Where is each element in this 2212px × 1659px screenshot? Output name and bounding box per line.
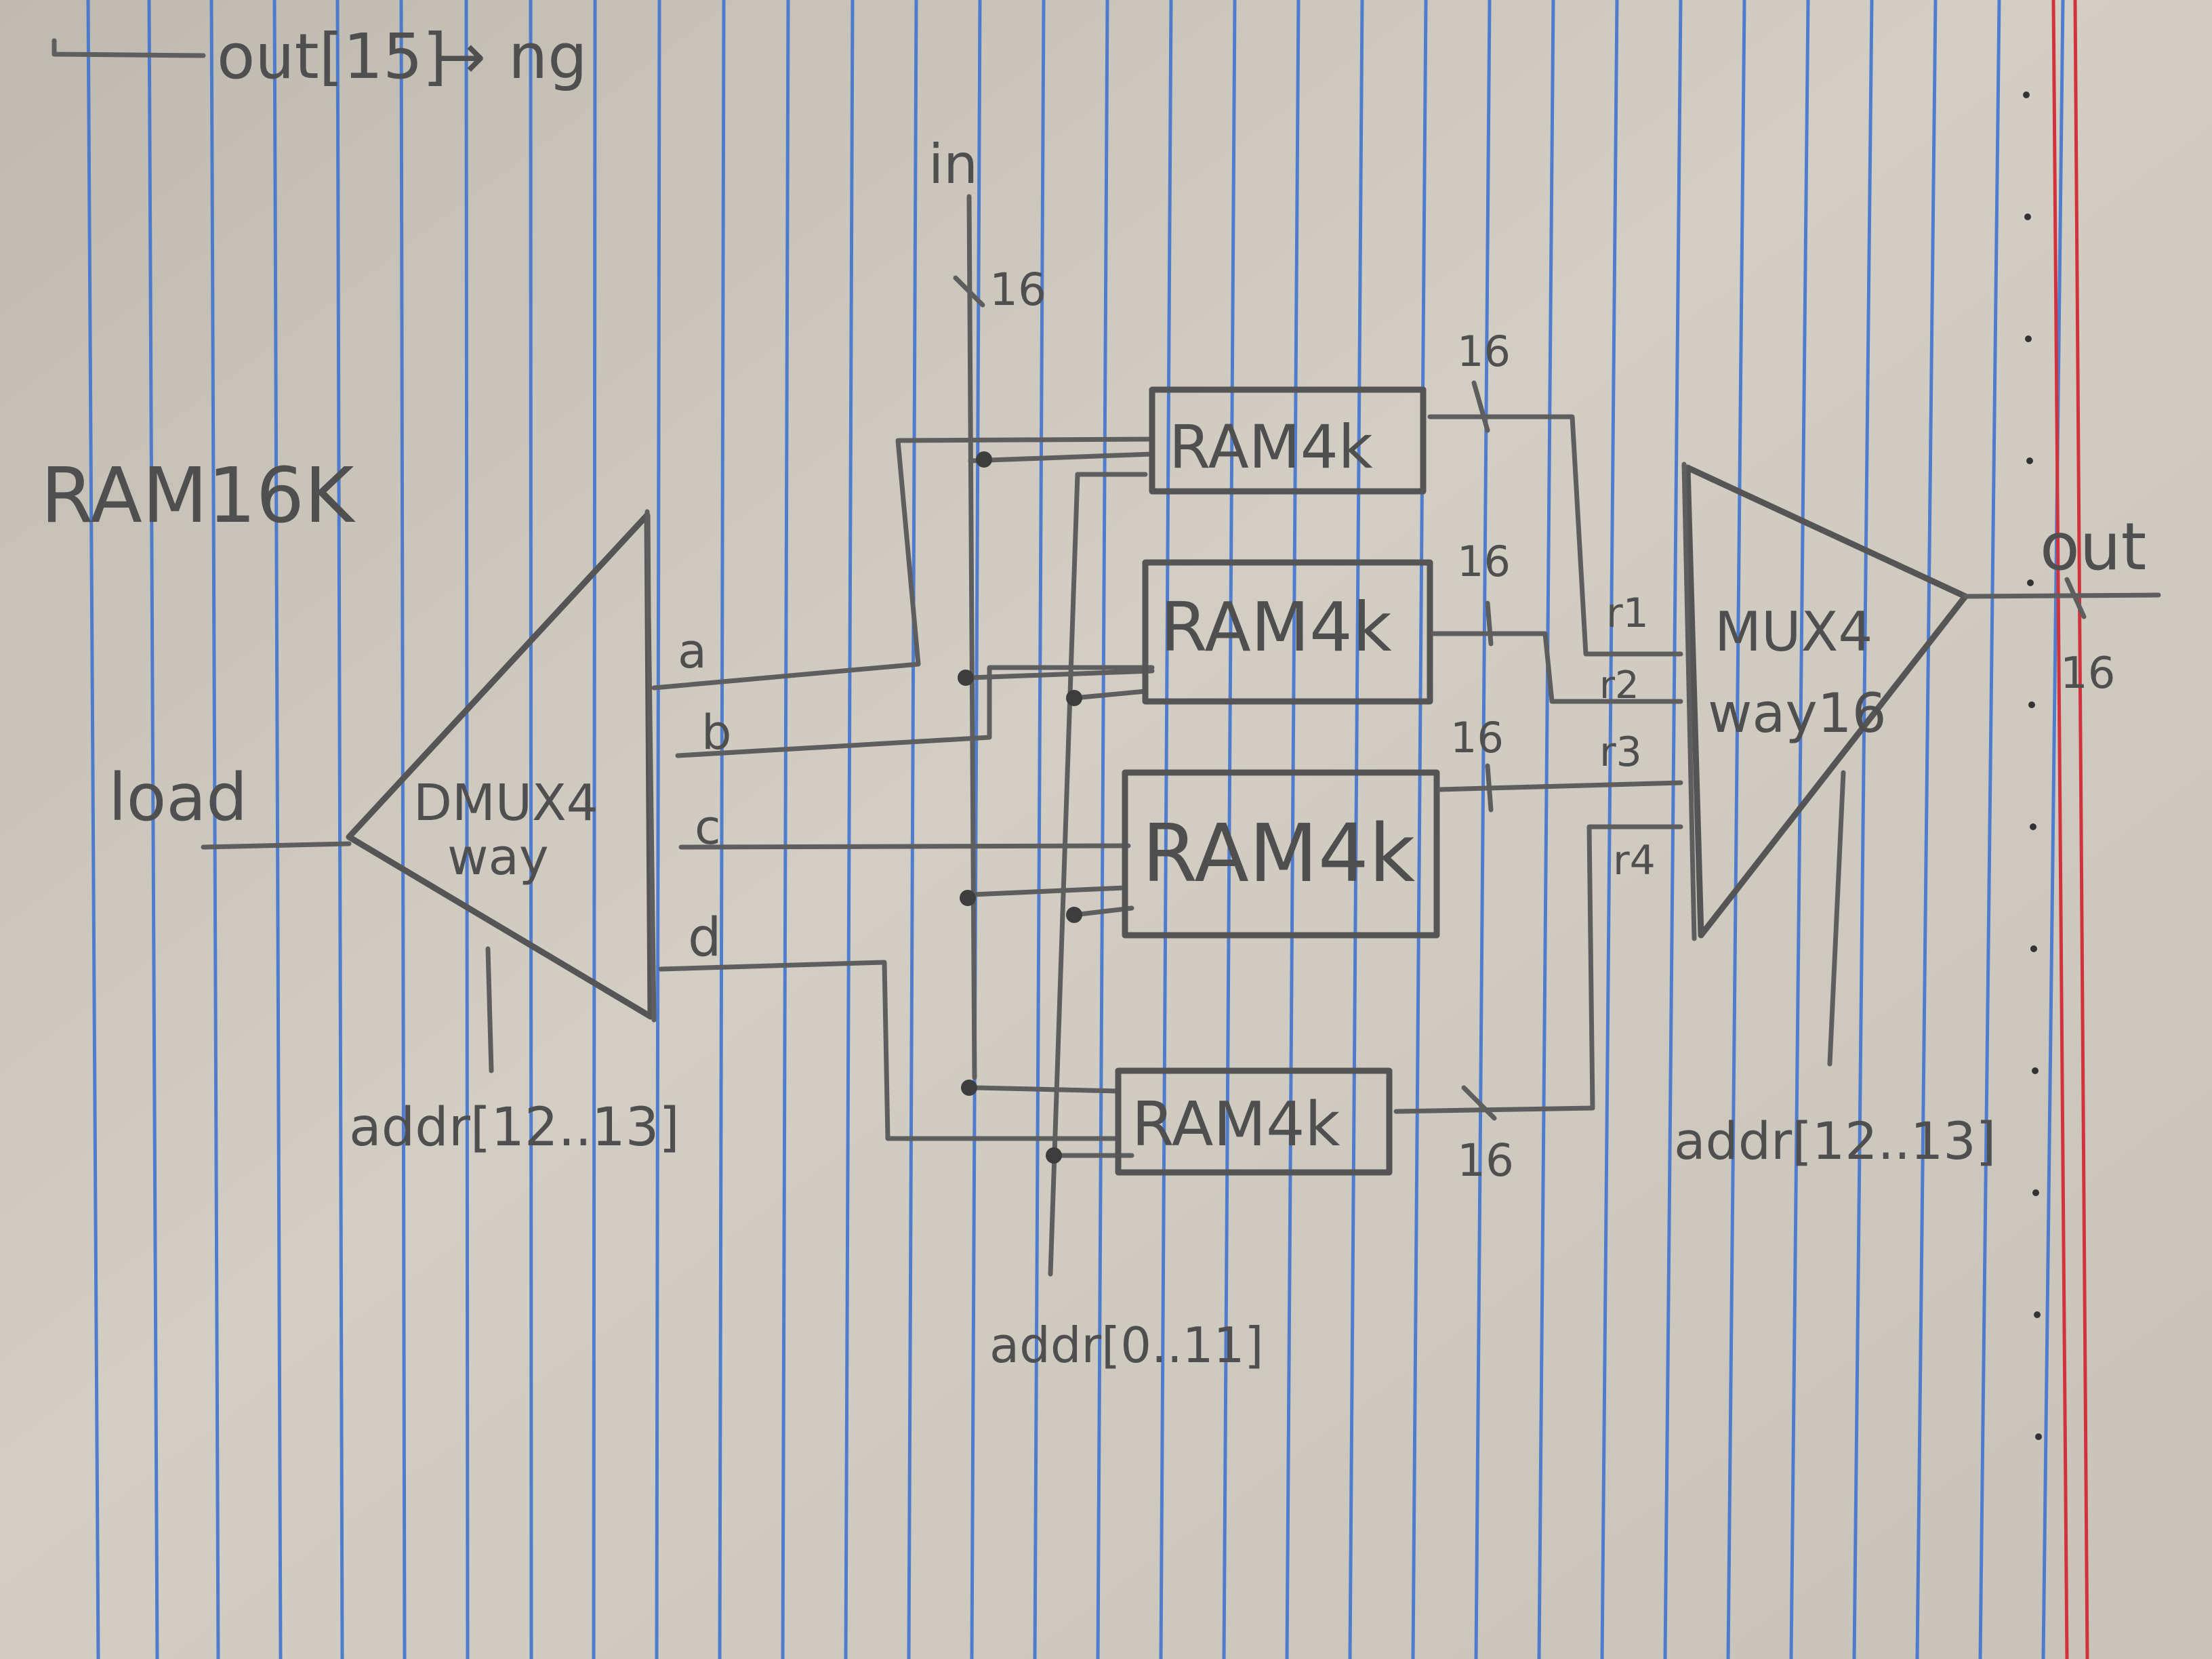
- mux-input-r2: r2: [1599, 663, 1639, 708]
- load-label: load: [108, 760, 247, 836]
- dmux-label-line1: DMUX4: [413, 774, 598, 832]
- mux-block: MUX4 way16 r1 r2 r3 r4 addr[12..13]: [1599, 462, 1996, 1171]
- ram-2-label: RAM4k: [1160, 588, 1392, 667]
- ram-4-label: RAM4k: [1132, 1089, 1340, 1160]
- mux-input-r1: r1: [1606, 590, 1649, 637]
- out-label: out: [2040, 509, 2146, 585]
- ruled-lines: [86, 0, 2065, 1659]
- header-flag-label: ng: [508, 20, 588, 93]
- addr-low-label: addr[0..11]: [989, 1317, 1264, 1374]
- ram-output-wires: 16 16 16 16: [1393, 327, 1683, 1187]
- dmux-output-d: d: [688, 907, 722, 968]
- load-input: load: [108, 760, 352, 850]
- addr-low-bus: addr[0..11]: [989, 472, 1264, 1374]
- mux-select-label: addr[12..13]: [1674, 1111, 1996, 1171]
- ram-block-3: RAM4k: [1122, 769, 1440, 939]
- ram-3-width: 16: [1450, 713, 1504, 762]
- dmux-output-a: a: [678, 623, 707, 679]
- mux-label-line2: way16: [1708, 682, 1887, 745]
- header-note: out[15] → ng: [52, 20, 588, 93]
- ram-block-2: RAM4k: [1142, 559, 1433, 705]
- in-bus-taps: [958, 451, 1155, 1164]
- ram-block-4: RAM4k: [1115, 1067, 1393, 1176]
- dmux-output-wires: [651, 436, 1155, 1141]
- header-bus-label: out[15]: [217, 20, 447, 93]
- ram-block-1: RAM4k: [1149, 386, 1427, 495]
- output-bus: out 16: [1963, 509, 2161, 699]
- diagram-title: RAM16K: [41, 452, 356, 540]
- mux-shape: [1684, 464, 1969, 939]
- margin-dots: [2023, 91, 2042, 1440]
- mux-label-line1: MUX4: [1715, 600, 1872, 663]
- out-width-label: 16: [2060, 649, 2115, 699]
- header-arrow: →: [434, 20, 486, 93]
- dmux-label-line2: way: [447, 828, 549, 886]
- in-bus: in 16: [928, 133, 1046, 1080]
- dmux-select-label: addr[12..13]: [349, 1097, 680, 1158]
- dmux-block: DMUX4 way addr[12..13] a b c d: [346, 509, 731, 1158]
- in-width-label: 16: [989, 264, 1046, 316]
- ram-4-width: 16: [1457, 1134, 1514, 1187]
- red-margin-lines: [2051, 0, 2089, 1659]
- mux-input-r4: r4: [1613, 837, 1656, 884]
- mux-input-r3: r3: [1599, 729, 1642, 776]
- ram-2-width: 16: [1457, 537, 1511, 586]
- ram-3-label: RAM4k: [1142, 806, 1415, 900]
- ram-1-width: 16: [1457, 327, 1511, 376]
- ram-1-label: RAM4k: [1169, 412, 1373, 482]
- in-label: in: [928, 133, 978, 196]
